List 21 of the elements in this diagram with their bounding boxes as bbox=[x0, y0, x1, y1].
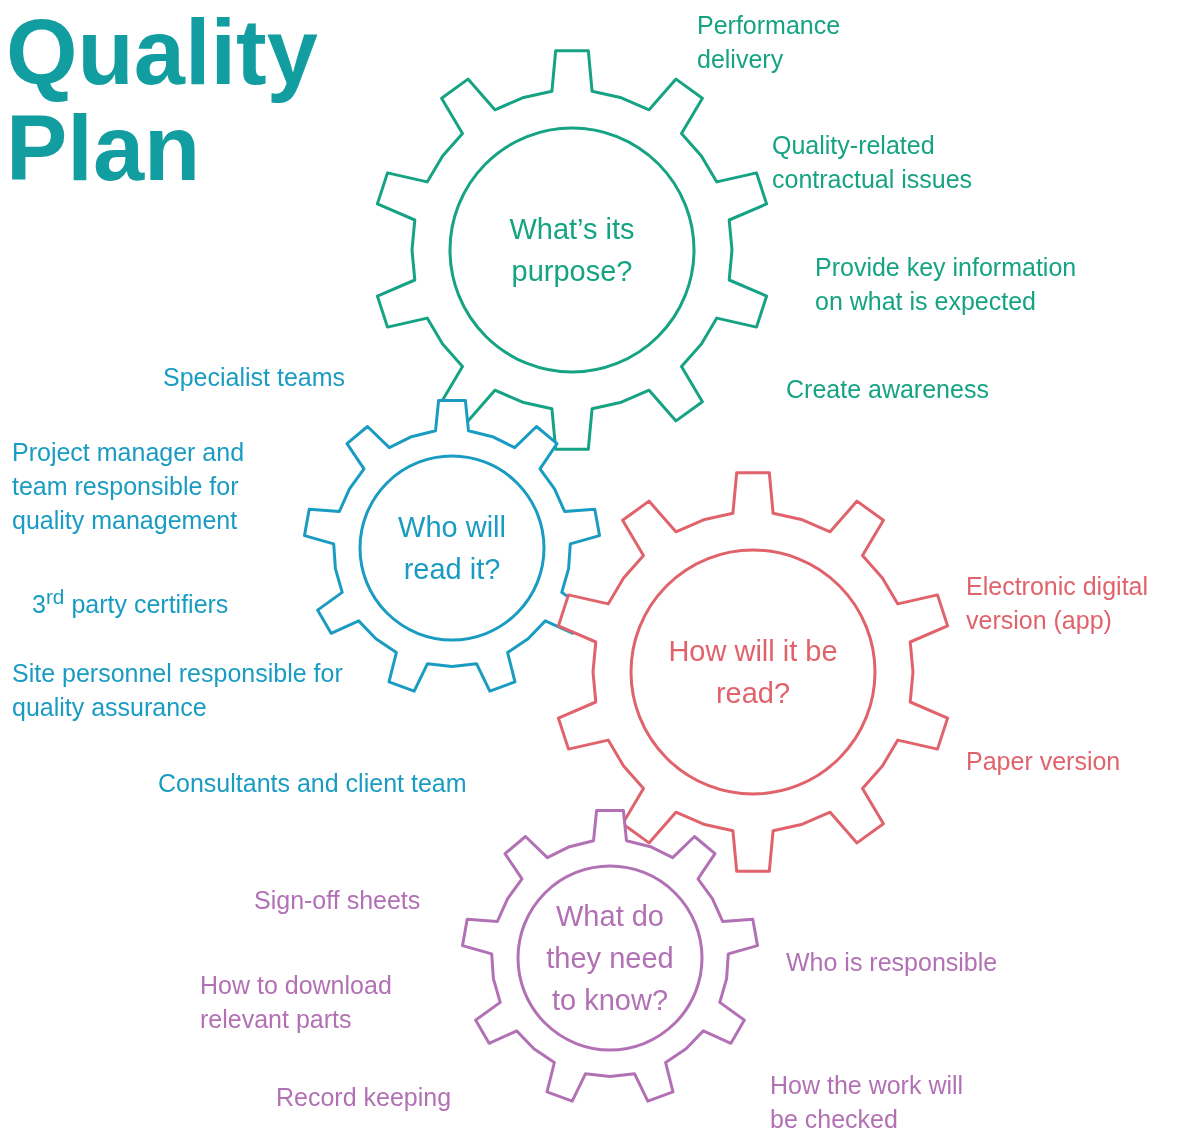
note-text: 3$^{rd}$ party certifiers bbox=[32, 584, 230, 621]
note-text: Paper version bbox=[966, 746, 1122, 777]
gear-label: What’s its purpose? bbox=[508, 212, 636, 289]
note-text: Site personnel responsible for quality assurance bbox=[12, 658, 344, 723]
gear-label: Who will read it? bbox=[397, 510, 507, 587]
note-text: Record keeping bbox=[276, 1082, 453, 1113]
title: Quality Plan bbox=[6, 4, 319, 196]
note-text: Who is responsible bbox=[786, 947, 999, 978]
note-text: Consultants and client team bbox=[158, 768, 468, 799]
note-text: Quality-related contractual issues bbox=[772, 130, 974, 195]
gear-label: What do they need to know? bbox=[545, 899, 675, 1018]
note-text: Provide key information on what is expected bbox=[815, 252, 1078, 317]
note-text: How to download relevant parts bbox=[200, 970, 393, 1035]
note-text: How the work will be checked bbox=[770, 1070, 965, 1135]
gear-label: How will it be read? bbox=[668, 634, 838, 711]
note-text: Create awareness bbox=[786, 374, 990, 405]
note-text: Specialist teams bbox=[163, 362, 347, 393]
note-text: Sign-off sheets bbox=[254, 885, 422, 916]
note-text: Performance delivery bbox=[697, 10, 842, 75]
note-text: Electronic digital version (app) bbox=[966, 571, 1150, 636]
note-text: Project manager and team responsible for quality management bbox=[12, 437, 246, 536]
